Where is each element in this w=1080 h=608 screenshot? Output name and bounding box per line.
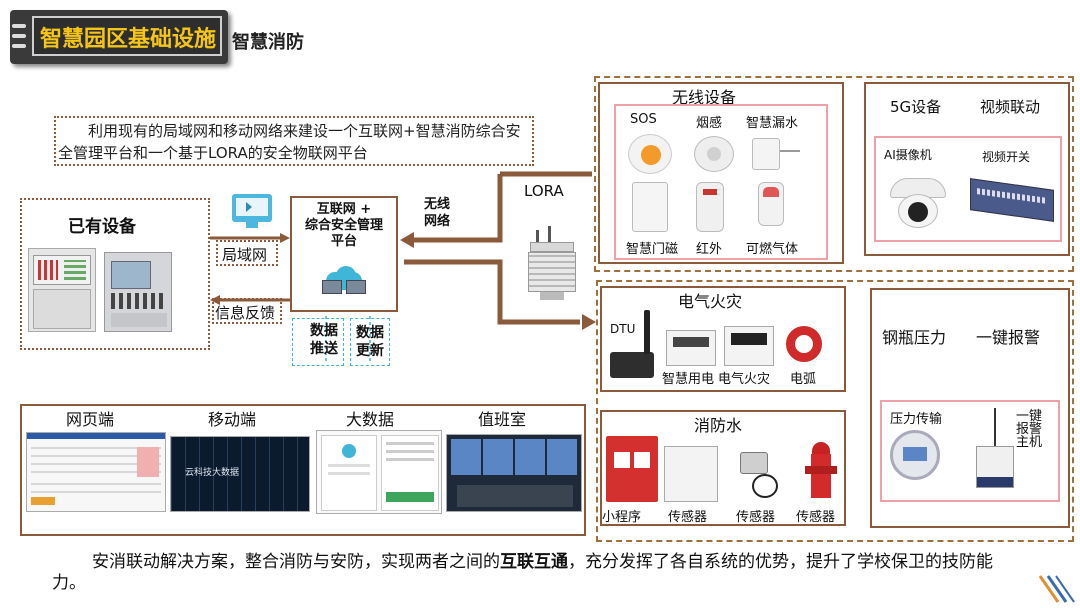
fiveg-panel — [864, 82, 1070, 256]
footer-text-b: ，充分发挥了各自系统的优势，提升了学校保卫的技防能力。 — [52, 552, 993, 593]
header-banner: 智慧园区基础设施 — [10, 10, 228, 64]
dtu-label: DTU — [610, 322, 636, 336]
device-label-infrared: 红外 — [696, 242, 723, 257]
terminals-panel — [20, 404, 586, 536]
fire-water-label-miniprogram: 小程序 — [602, 510, 642, 525]
sos-button-icon — [628, 134, 672, 174]
cloud-icon — [318, 266, 368, 296]
intro-text: 利用现有的局域网和移动网络来建设一个互联网+智慧消防综合安全管理平台和一个基于L… — [58, 122, 521, 162]
fiveg-inner — [874, 136, 1062, 242]
electrical-label-fire: 电气火灾 — [718, 372, 771, 387]
fiveg-title: 5G设备 — [890, 98, 942, 116]
data-push-box — [292, 318, 344, 366]
smoke-detector-icon — [694, 136, 734, 172]
footer-text-a: 安消联动解决方案，整合消防与安防，实现两者之间的 — [92, 552, 500, 572]
pressure-probe-icon — [740, 452, 768, 474]
device-label-leak: 智慧漏水 — [746, 116, 799, 131]
wireless-network-label: 无线 网络 — [424, 197, 451, 229]
pressure-sensor-label: 压力传输 — [890, 412, 943, 427]
duty-room-photo — [446, 434, 582, 512]
alarm-host-label: 一键 报警 主机 — [1016, 409, 1043, 450]
mini-program-card-icon — [606, 436, 658, 502]
pin-icon — [12, 24, 26, 28]
ai-camera-label: AI摄像机 — [884, 148, 932, 162]
sensor-box-icon — [664, 446, 718, 502]
gas-detector-icon — [758, 182, 784, 226]
page-title: 智慧园区基础设施 — [40, 27, 217, 52]
pressure-gauge-icon — [890, 430, 940, 480]
smart-meter-icon — [666, 330, 716, 366]
top-device-group — [594, 76, 1074, 272]
electrical-label-smart: 智慧用电 — [662, 372, 715, 387]
data-push-label: 数据 推送 — [310, 323, 338, 357]
arc-sensor-icon — [786, 326, 822, 362]
web-dashboard-screenshot — [26, 432, 166, 512]
existing-devices-box — [20, 198, 210, 350]
camera-icon — [890, 178, 946, 232]
intro-box — [54, 116, 534, 166]
data-update-label: 数据 更新 — [356, 325, 384, 359]
lora-label: LORA — [524, 182, 564, 200]
terminal-label-mobile: 移动端 — [208, 410, 257, 429]
water-leak-icon — [752, 138, 780, 170]
lan-label-box — [216, 240, 278, 266]
monitor-icon — [232, 194, 272, 222]
mobile-app-screenshot — [316, 430, 442, 514]
electrical-fire-panel — [600, 286, 846, 392]
footer-text: 安消联动解决方案，整合消防与安防，实现两者之间的互联互通，充分发挥了各自系统的优… — [52, 552, 1012, 594]
one-key-alarm-title: 一键报警 — [976, 328, 1041, 347]
wireless-devices-title: 无线设备 — [672, 88, 737, 107]
video-switch-label: 视频开关 — [982, 150, 1031, 164]
fire-water-title: 消防水 — [694, 416, 743, 435]
cylinder-inner — [880, 400, 1060, 502]
electrical-fire-meter-icon — [724, 326, 774, 366]
device-label-door: 智慧门磁 — [626, 242, 679, 257]
dtu-icon — [610, 352, 654, 378]
electrical-label-arc: 电弧 — [790, 372, 817, 387]
data-update-box — [350, 318, 390, 366]
alarm-host-icon — [976, 446, 1014, 488]
fire-water-panel — [600, 410, 846, 526]
terminal-label-web: 网页端 — [66, 410, 115, 429]
device-label-sos: SOS — [630, 112, 657, 127]
page-subtitle: 智慧消防 — [232, 32, 304, 53]
lora-gateway-image — [522, 226, 582, 300]
cylinder-pressure-title: 钢瓶压力 — [882, 328, 947, 347]
wireless-devices-panel — [598, 82, 844, 264]
screen-caption: 云科技大数据 — [185, 468, 240, 478]
control-cabinet-image — [28, 248, 96, 332]
footer-text-bold: 互联互通 — [500, 552, 568, 572]
fire-water-label-sensor-1: 传感器 — [668, 510, 708, 525]
infrared-sensor-icon — [696, 182, 724, 232]
control-panel-image — [104, 252, 172, 332]
terminal-label-duty-room: 值班室 — [478, 410, 527, 429]
device-label-gas: 可燃气体 — [746, 242, 799, 257]
mobile-bigdata-screenshot: 云科技大数据 — [170, 436, 310, 512]
fire-water-label-sensor-3: 传感器 — [796, 510, 836, 525]
cylinder-panel — [870, 288, 1070, 528]
pin-icon — [12, 34, 26, 38]
bottom-device-group — [596, 280, 1074, 542]
fire-hydrant-icon — [805, 442, 837, 502]
device-label-smoke: 烟感 — [696, 116, 723, 131]
wireless-devices-inner — [614, 104, 828, 260]
header-title-box — [32, 16, 222, 56]
platform-title: 互联网 + 综合安全管理 平台 — [304, 202, 383, 249]
existing-devices-title: 已有设备 — [68, 217, 136, 237]
platform-box — [290, 196, 398, 312]
electrical-fire-title: 电气火灾 — [678, 292, 743, 311]
lan-label: 局域网 — [222, 246, 268, 264]
corner-logo-icon — [1038, 575, 1075, 603]
fire-water-label-sensor-2: 传感器 — [736, 510, 776, 525]
terminal-label-bigdata: 大数据 — [346, 410, 395, 429]
door-sensor-icon — [632, 182, 668, 232]
feedback-label: 信息反馈 — [215, 304, 276, 322]
pin-icon — [12, 44, 26, 48]
video-link-title: 视频联动 — [980, 98, 1041, 116]
